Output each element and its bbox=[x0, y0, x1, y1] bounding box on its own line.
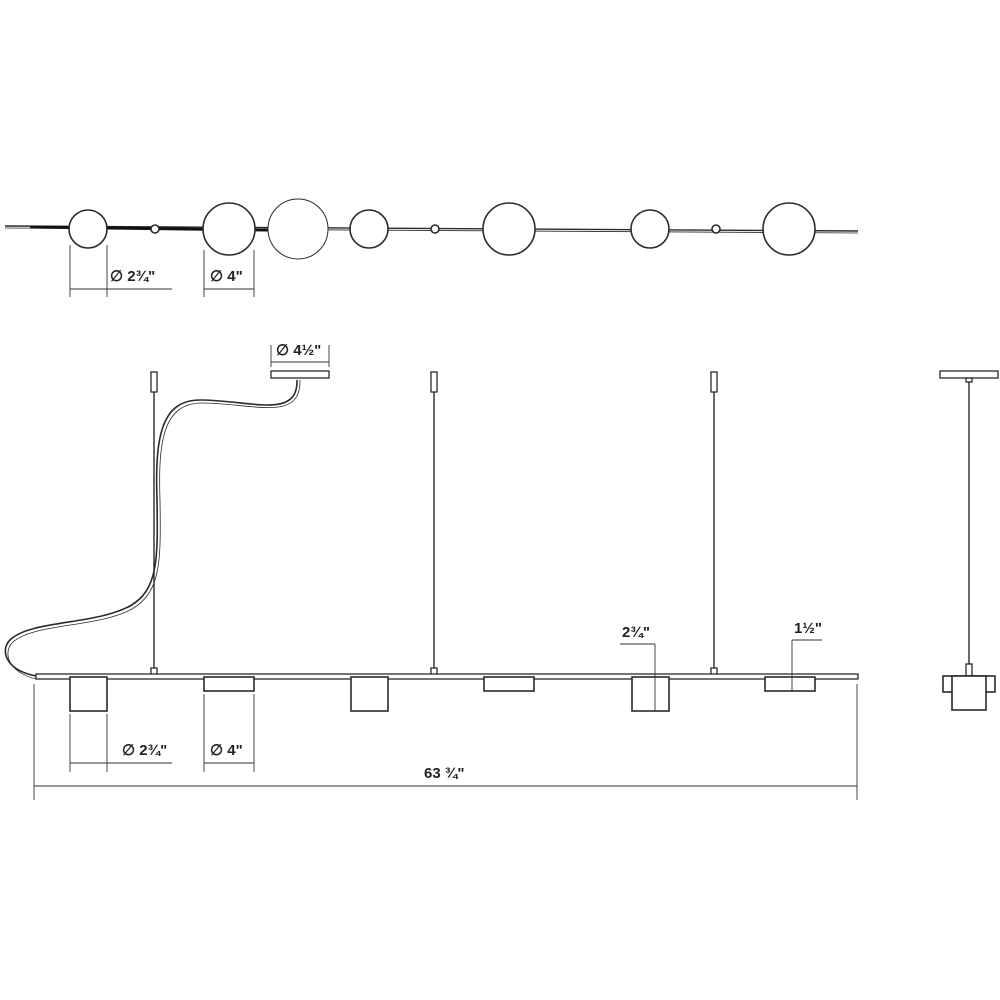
disc-shade bbox=[483, 676, 535, 692]
disc-height-label: 1½" bbox=[794, 620, 822, 637]
cylinder-shade bbox=[69, 676, 108, 712]
top-view-small-pendant bbox=[68, 209, 108, 249]
suspension-cable-1 bbox=[150, 371, 158, 679]
horizontal-bar bbox=[35, 673, 859, 680]
canopy-diameter-label: ∅ 4½" bbox=[276, 342, 321, 359]
top-view-node bbox=[150, 224, 160, 234]
cylinder-shade bbox=[350, 676, 389, 712]
top-view-canopy bbox=[267, 198, 329, 260]
top-small-diameter-label: ∅ 2¾" bbox=[110, 268, 155, 285]
top-view-small-pendant bbox=[630, 209, 670, 249]
top-view-large-pendant bbox=[482, 202, 536, 256]
side-large-diameter-label: ∅ 4" bbox=[210, 742, 243, 759]
suspension-cable-2 bbox=[430, 371, 438, 679]
suspension-cable-3 bbox=[710, 371, 718, 679]
overall-length-dimension: 63 ¾" bbox=[33, 684, 858, 800]
cylinder-height-label: 2¾" bbox=[622, 624, 650, 641]
top-view-node bbox=[430, 224, 440, 234]
top-view-node bbox=[711, 224, 721, 234]
top-view: ∅ 2¾" ∅ 4" bbox=[4, 198, 859, 297]
top-large-diameter-label: ∅ 4" bbox=[210, 268, 243, 285]
top-dim-large: ∅ 4" bbox=[203, 250, 255, 297]
end-view-cylinder-shade bbox=[951, 675, 987, 711]
power-cord bbox=[4, 379, 298, 677]
top-view-small-pendant bbox=[349, 209, 389, 249]
side-dim-large: ∅ 4" bbox=[203, 694, 255, 772]
end-view bbox=[939, 370, 999, 711]
side-dim-small: ∅ 2¾" bbox=[69, 714, 172, 772]
side-small-diameter-label: ∅ 2¾" bbox=[122, 742, 167, 759]
disc-height-callout: 1½" bbox=[791, 620, 822, 691]
disc-shade bbox=[764, 676, 816, 692]
disc-shade bbox=[203, 676, 255, 692]
top-view-large-pendant bbox=[762, 202, 816, 256]
cylinder-shade bbox=[631, 676, 670, 712]
overall-length-label: 63 ¾" bbox=[424, 765, 464, 782]
end-view-canopy bbox=[939, 370, 999, 379]
top-view-large-pendant bbox=[202, 202, 256, 256]
top-dim-small: ∅ 2¾" bbox=[69, 245, 172, 297]
canopy: ∅ 4½" bbox=[270, 342, 330, 379]
cylinder-height-callout: 2¾" bbox=[620, 624, 656, 711]
side-view: ∅ 4½" bbox=[4, 342, 859, 800]
